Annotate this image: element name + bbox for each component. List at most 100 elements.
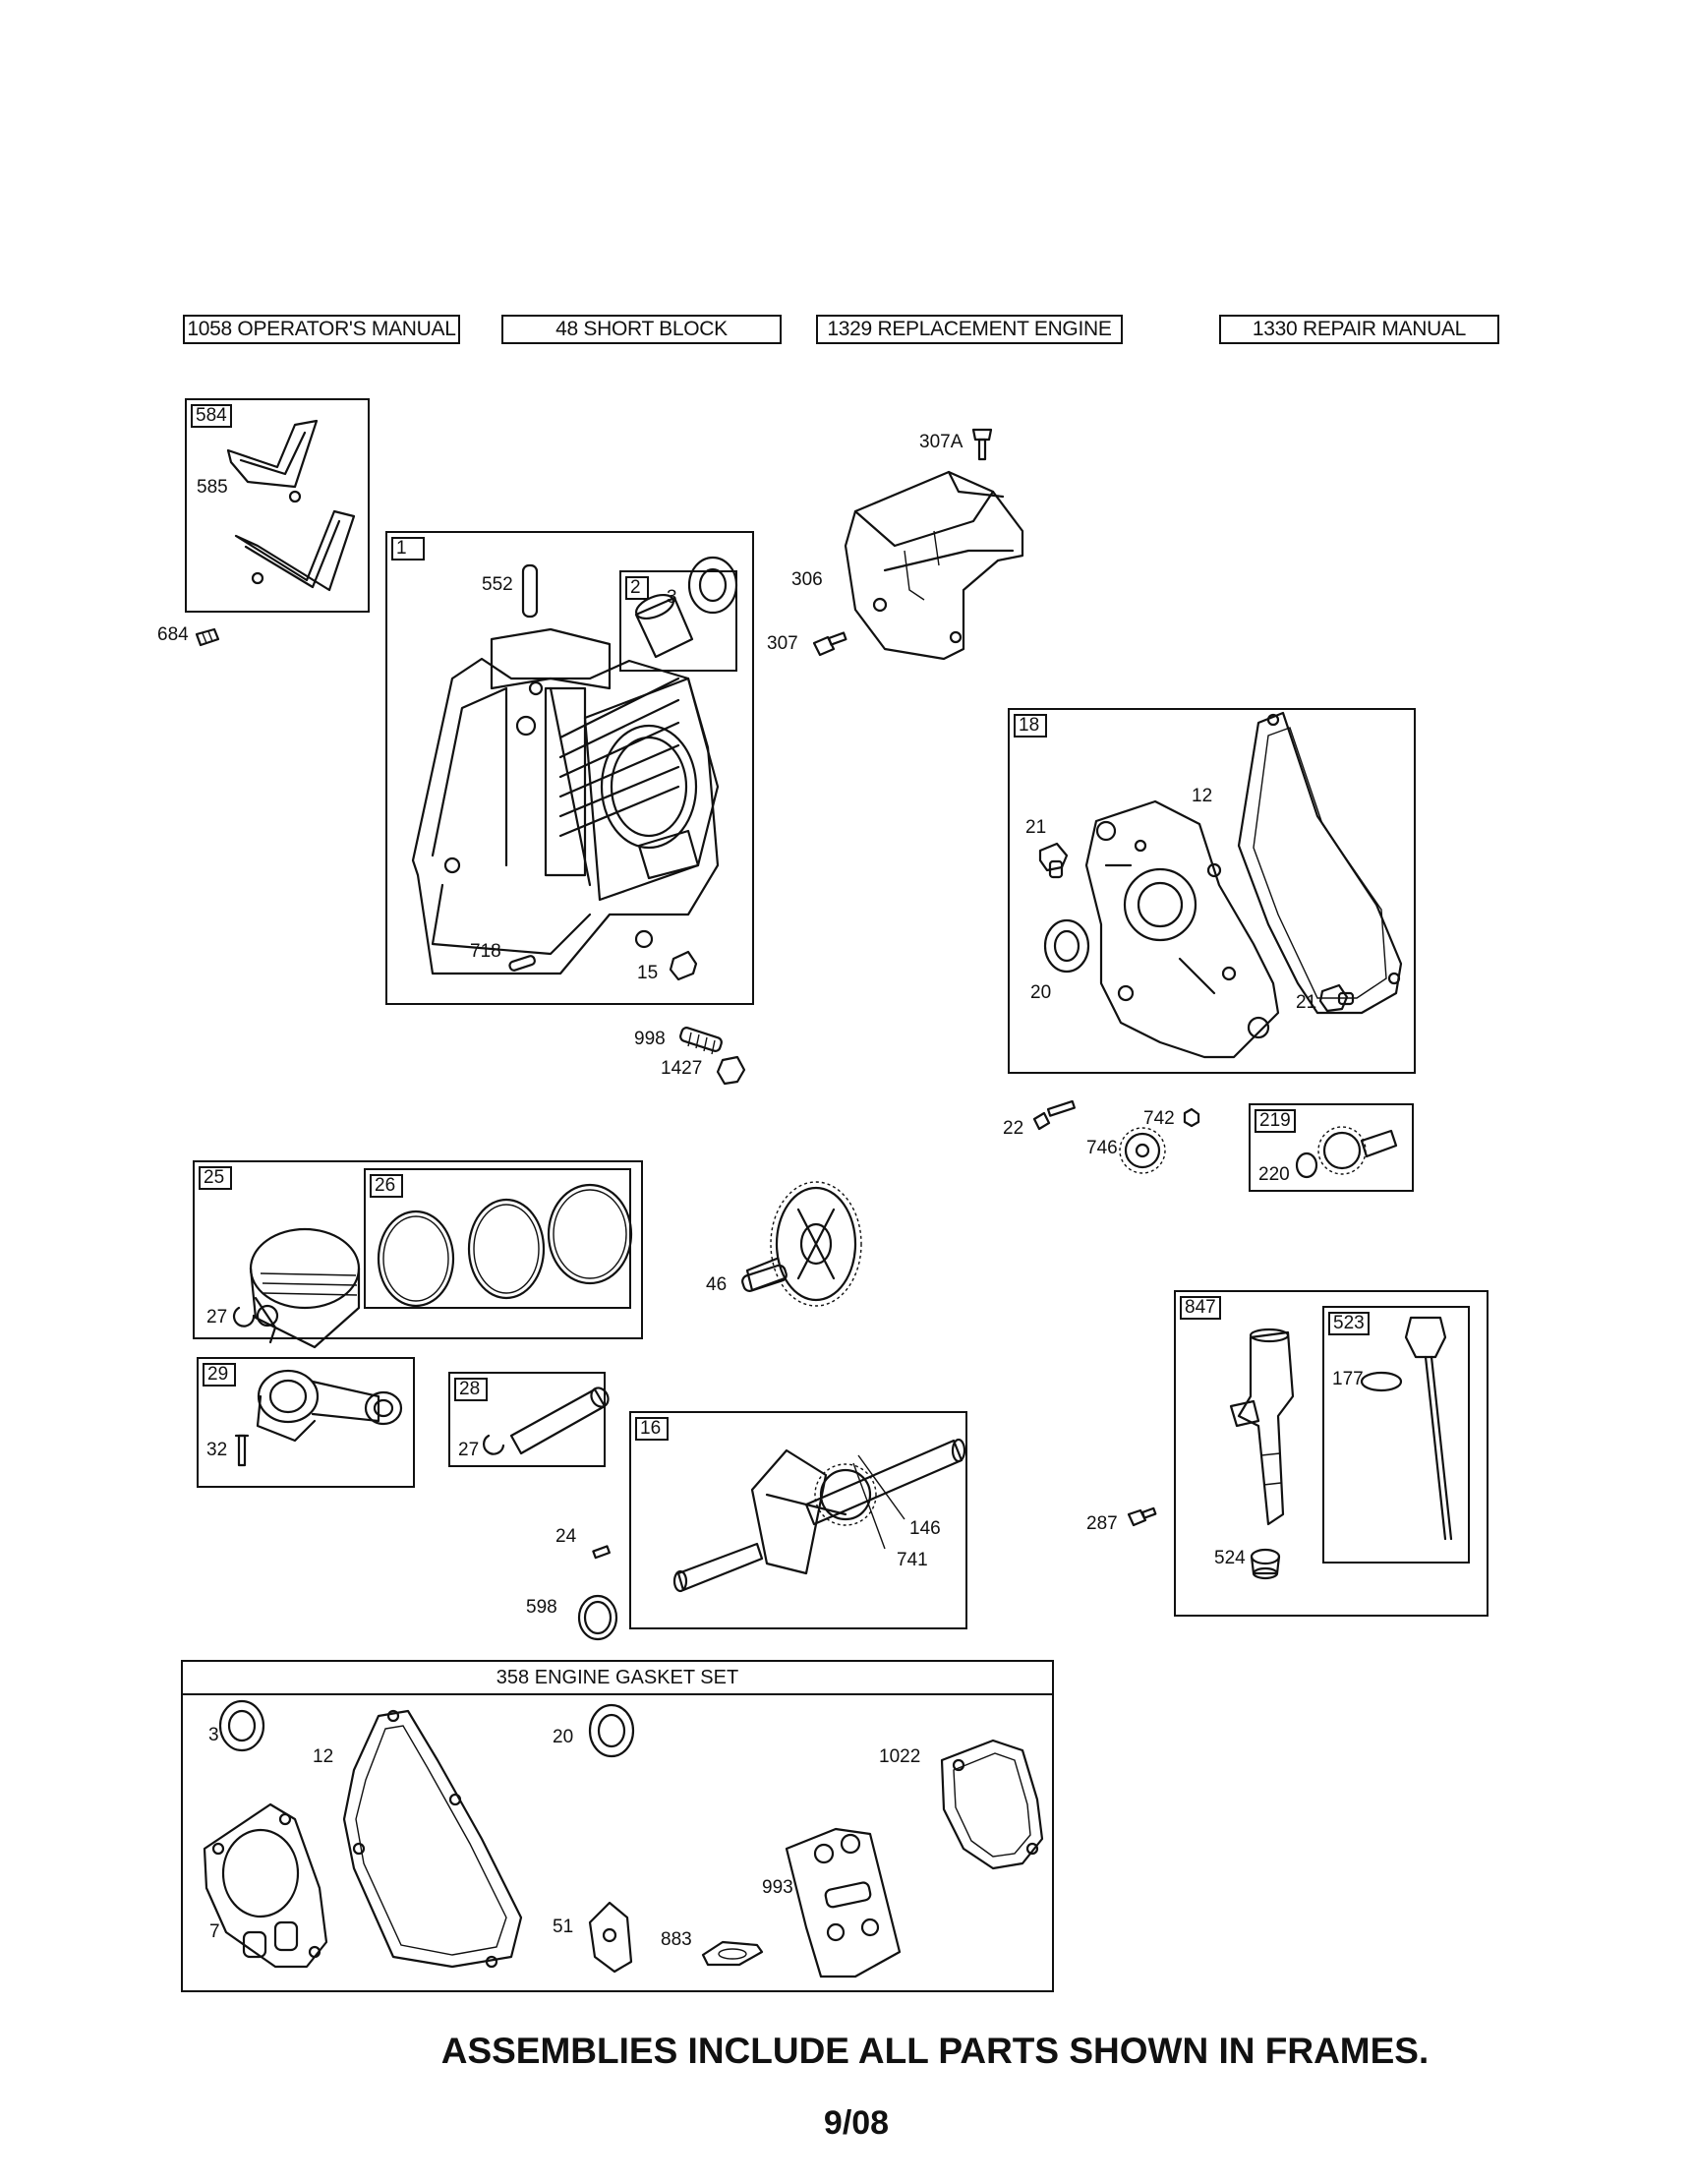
frame-219: 219 bbox=[1249, 1103, 1414, 1192]
assemblies-note: ASSEMBLIES INCLUDE ALL PARTS SHOWN IN FR… bbox=[440, 2031, 1430, 2071]
revision-date: 9/08 bbox=[823, 2104, 890, 2142]
frame-25: 25 bbox=[193, 1160, 643, 1339]
plug-21-drawing bbox=[1038, 842, 1355, 1013]
part-label-287: 287 bbox=[1086, 1513, 1118, 1534]
blower-housing-drawing bbox=[844, 470, 1024, 661]
frame-2: 2 bbox=[619, 570, 737, 672]
washer-598-drawing bbox=[577, 1594, 618, 1641]
connecting-rod-drawing bbox=[234, 1369, 403, 1467]
sleeve-seal-drawing bbox=[634, 556, 738, 659]
frame-label: 523 bbox=[1328, 1312, 1370, 1335]
part-label-746: 746 bbox=[1086, 1138, 1118, 1158]
part-label-32: 32 bbox=[206, 1440, 228, 1460]
frame-523: 523 bbox=[1322, 1306, 1470, 1564]
screw-22-drawing bbox=[1032, 1099, 1076, 1131]
dipstick-drawing bbox=[1360, 1316, 1453, 1541]
part-label-177: 177 bbox=[1332, 1369, 1364, 1389]
frame-label: 28 bbox=[454, 1378, 488, 1401]
leader-lines bbox=[852, 1454, 905, 1550]
frame-1: 1 bbox=[385, 531, 754, 1005]
part-label-585: 585 bbox=[197, 477, 228, 498]
camshaft-drawing bbox=[741, 1181, 862, 1307]
part-label-307A: 307A bbox=[919, 432, 963, 452]
frame-584: 584 bbox=[185, 398, 370, 613]
part-label-993: 993 bbox=[762, 1877, 793, 1898]
part-label-21: 21 bbox=[1025, 817, 1047, 838]
gear-746-drawing bbox=[1119, 1107, 1200, 1174]
dowel-pin-552-drawing bbox=[521, 563, 539, 619]
part-label-15: 15 bbox=[637, 963, 659, 983]
frame-label: 16 bbox=[635, 1417, 669, 1441]
part-label-684: 684 bbox=[157, 624, 189, 645]
pin-plug-drawing bbox=[508, 950, 698, 981]
part-label-27: 27 bbox=[206, 1307, 228, 1328]
part-label-220: 220 bbox=[1258, 1164, 1290, 1185]
breather-tube-drawing bbox=[226, 419, 356, 592]
frame-26: 26 bbox=[364, 1168, 631, 1309]
part-label-46: 46 bbox=[706, 1274, 728, 1295]
bolt-307A-drawing bbox=[971, 428, 993, 461]
part-label-20: 20 bbox=[1030, 982, 1052, 1003]
part-label-21: 21 bbox=[1296, 992, 1317, 1013]
frame-label: 1 bbox=[391, 537, 425, 561]
frame-847: 847 bbox=[1174, 1290, 1489, 1617]
screw-307-drawing bbox=[812, 631, 847, 657]
frame-label: 26 bbox=[370, 1174, 403, 1198]
screw-684-drawing bbox=[195, 627, 220, 647]
dipstick-tube-drawing bbox=[1229, 1328, 1295, 1526]
frame-label: 29 bbox=[203, 1363, 236, 1387]
part-label-718: 718 bbox=[470, 941, 501, 962]
part-label-307: 307 bbox=[767, 633, 798, 654]
frame-label: 2 bbox=[625, 576, 649, 600]
header-box-replacement-engine: 1329 REPLACEMENT ENGINE bbox=[816, 315, 1123, 344]
part-label-7: 7 bbox=[209, 1921, 220, 1942]
crankcase-cover-drawing bbox=[1084, 799, 1280, 1059]
cover-gasket-drawing bbox=[1237, 711, 1403, 1015]
header-box-operators-manual: 1058 OPERATOR'S MANUAL bbox=[183, 315, 460, 344]
header-box-short-block: 48 SHORT BLOCK bbox=[501, 315, 782, 344]
piston-rings-drawing bbox=[377, 1183, 633, 1308]
part-label-883: 883 bbox=[661, 1929, 692, 1950]
part-label-51: 51 bbox=[553, 1917, 574, 1937]
frame-label: 584 bbox=[191, 404, 232, 428]
part-label-12: 12 bbox=[313, 1746, 334, 1767]
part-label-741: 741 bbox=[897, 1550, 928, 1570]
frame-label: 25 bbox=[199, 1166, 232, 1190]
part-label-524: 524 bbox=[1214, 1548, 1246, 1568]
part-label-998: 998 bbox=[634, 1029, 666, 1049]
part-label-20: 20 bbox=[553, 1727, 574, 1747]
part-label-27: 27 bbox=[458, 1440, 480, 1460]
frame-29: 29 bbox=[197, 1357, 415, 1488]
part-label-598: 598 bbox=[526, 1597, 557, 1618]
frame-16: 16 bbox=[629, 1411, 967, 1629]
part-label-3: 3 bbox=[667, 587, 677, 608]
screw-287-drawing bbox=[1127, 1506, 1157, 1527]
frame-label: 219 bbox=[1255, 1109, 1296, 1133]
gasket-set-title: 358 ENGINE GASKET SET bbox=[183, 1662, 1052, 1695]
part-label-742: 742 bbox=[1143, 1108, 1175, 1129]
header-box-repair-manual: 1330 REPAIR MANUAL bbox=[1219, 315, 1499, 344]
crankcase-drawing bbox=[411, 627, 720, 975]
frame-label: 18 bbox=[1014, 714, 1047, 738]
part-label-12: 12 bbox=[1192, 786, 1213, 806]
frame-gasket-set: 358 ENGINE GASKET SET bbox=[181, 1660, 1054, 1992]
grommet-524-drawing bbox=[1250, 1548, 1281, 1580]
part-label-22: 22 bbox=[1003, 1118, 1024, 1139]
crankshaft-drawing bbox=[672, 1438, 966, 1593]
part-label-24: 24 bbox=[555, 1526, 577, 1547]
frame-label: 847 bbox=[1180, 1296, 1221, 1320]
bolt-nut-998-1427-drawing bbox=[679, 1027, 746, 1086]
part-label-3: 3 bbox=[208, 1725, 219, 1745]
frame-18: 18 bbox=[1008, 708, 1416, 1074]
key-24-drawing bbox=[592, 1545, 611, 1560]
governor-assembly-drawing bbox=[1295, 1126, 1398, 1179]
part-label-306: 306 bbox=[791, 569, 823, 590]
seal-20-drawing bbox=[1043, 918, 1090, 974]
part-label-1022: 1022 bbox=[879, 1746, 921, 1767]
part-label-1427: 1427 bbox=[661, 1058, 703, 1079]
gasket-set-drawing bbox=[203, 1699, 1044, 1978]
part-label-146: 146 bbox=[909, 1518, 941, 1539]
frame-28: 28 bbox=[448, 1372, 606, 1467]
